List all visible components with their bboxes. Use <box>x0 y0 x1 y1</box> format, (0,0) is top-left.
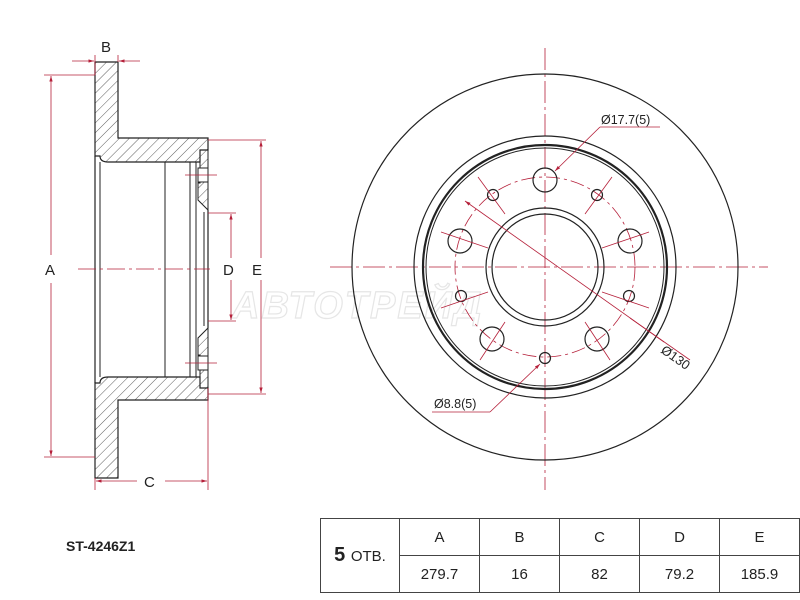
header-c: C <box>559 518 640 556</box>
hole-count-cell: 5 ОТВ. <box>320 518 400 593</box>
spec-table: 5 ОТВ. A B C D E 279.7 16 82 79.2 185.9 <box>320 518 800 593</box>
dim-label-c: C <box>144 474 155 491</box>
side-section-view: A B C D E <box>44 39 266 491</box>
value-c: 82 <box>559 555 640 593</box>
watermark: АВТОТРЕЙД <box>231 282 483 327</box>
front-view: Ø130 Ø17.7(5) Ø8.8(5) <box>330 48 768 490</box>
header-b: B <box>479 518 560 556</box>
pcd-label: Ø130 <box>658 342 693 373</box>
dim-label-e: E <box>252 262 262 279</box>
header-e: E <box>719 518 800 556</box>
dim-label-b: B <box>101 39 111 56</box>
value-b: 16 <box>479 555 560 593</box>
dim-label-d: D <box>223 262 234 279</box>
header-d: D <box>639 518 720 556</box>
large-hole-callout: Ø17.7(5) <box>601 113 650 127</box>
header-a: A <box>399 518 480 556</box>
value-d: 79.2 <box>639 555 720 593</box>
value-e: 185.9 <box>719 555 800 593</box>
small-hole-callout: Ø8.8(5) <box>434 397 476 411</box>
hole-unit: ОТВ. <box>350 548 386 565</box>
part-number: ST-4246Z1 <box>66 538 136 554</box>
hole-count: 5 <box>334 544 346 566</box>
value-a: 279.7 <box>399 555 480 593</box>
dim-label-a: A <box>45 262 55 279</box>
